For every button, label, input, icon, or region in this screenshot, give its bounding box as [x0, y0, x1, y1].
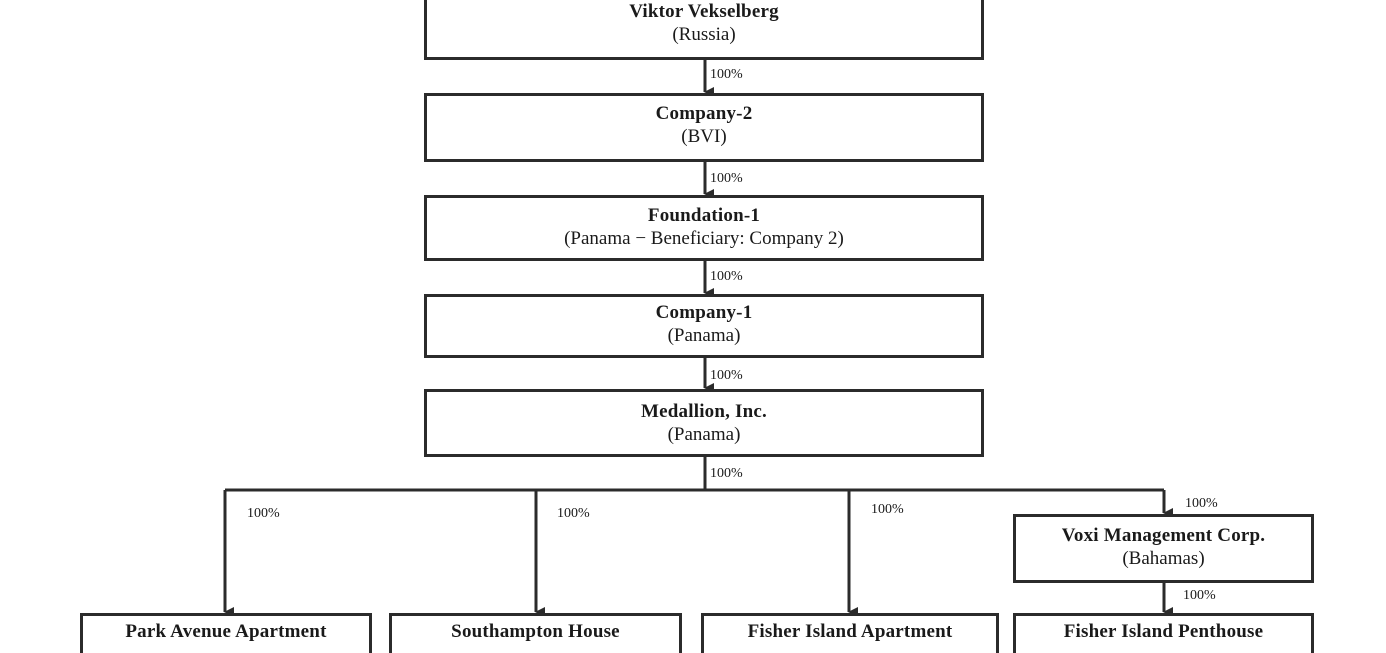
entity-name: Southampton House: [451, 621, 620, 642]
entity-name: Voxi Management Corp.: [1061, 525, 1266, 546]
entity-box-fisher-penthouse: Fisher Island Penthouse: [1013, 613, 1314, 653]
entity-jurisdiction: (Panama): [667, 424, 741, 445]
entity-box-vekselberg: Viktor Vekselberg (Russia): [424, 0, 984, 60]
entity-name: Park Avenue Apartment: [125, 621, 327, 642]
entity-jurisdiction: (BVI): [681, 126, 727, 147]
entity-box-company1: Company-1 (Panama): [424, 294, 984, 358]
entity-name: Medallion, Inc.: [641, 401, 767, 422]
entity-jurisdiction: (Panama): [667, 325, 741, 346]
ownership-percent: 100%: [247, 506, 280, 521]
entity-name: Viktor Vekselberg: [629, 1, 779, 22]
connector-lines: [223, 60, 1173, 617]
entity-box-foundation1: Foundation-1 (Panama − Beneficiary: Comp…: [424, 195, 984, 261]
ownership-percent: 100%: [871, 502, 904, 517]
ownership-percent: 100%: [710, 466, 743, 481]
ownership-percent: 100%: [710, 368, 743, 383]
entity-box-medallion: Medallion, Inc. (Panama): [424, 389, 984, 457]
entity-box-fisher-apartment: Fisher Island Apartment: [701, 613, 999, 653]
entity-name: Foundation-1: [647, 205, 761, 226]
entity-box-southampton: Southampton House: [389, 613, 682, 653]
entity-jurisdiction: (Russia): [672, 24, 736, 45]
ownership-chart: Viktor Vekselberg (Russia) Company-2 (BV…: [80, 0, 1314, 653]
entity-name: Fisher Island Penthouse: [1063, 621, 1264, 642]
entity-box-company2: Company-2 (BVI): [424, 93, 984, 162]
entity-name: Company-1: [655, 302, 753, 323]
entity-name: Fisher Island Apartment: [747, 621, 953, 642]
entity-name: Company-2: [655, 103, 753, 124]
ownership-percent: 100%: [710, 171, 743, 186]
ownership-percent: 100%: [1183, 588, 1216, 603]
ownership-percent: 100%: [557, 506, 590, 521]
ownership-percent: 100%: [710, 269, 743, 284]
entity-jurisdiction: (Bahamas): [1122, 548, 1205, 569]
entity-box-park-avenue: Park Avenue Apartment: [80, 613, 372, 653]
ownership-percent: 100%: [710, 67, 743, 82]
entity-box-voxi: Voxi Management Corp. (Bahamas): [1013, 514, 1314, 583]
ownership-percent: 100%: [1185, 496, 1218, 511]
entity-jurisdiction: (Panama − Beneficiary: Company 2): [564, 228, 844, 249]
